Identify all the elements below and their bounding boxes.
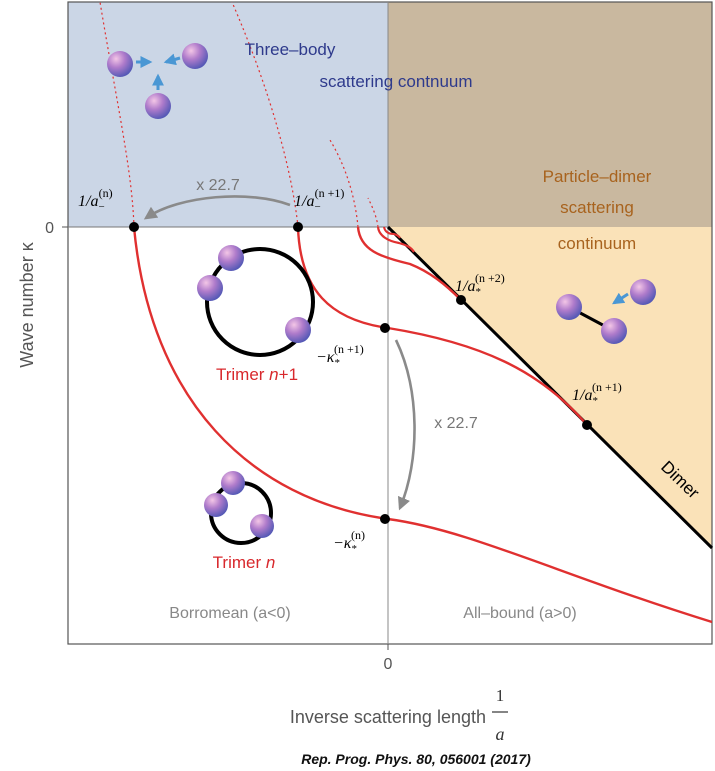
scaling-arrow-top: [143, 195, 291, 220]
unitary-point-kappa-n1: [380, 323, 390, 333]
trimer-n1-label: Trimer n+1: [216, 365, 298, 384]
plot-frame: [67, 1, 713, 645]
a-minus-n1-label: 1/a−(n +1): [294, 186, 344, 213]
trimer-n-label: Trimer n: [213, 553, 276, 572]
a-star-n2-label: 1/a*(n +2): [455, 271, 505, 298]
three-body-title-line2: scattering contnuum: [319, 72, 472, 91]
kappa-n-label: −κ*(n): [333, 528, 365, 555]
trimer-n-icon: [204, 471, 274, 545]
particle-dimer-icon: [556, 279, 656, 344]
x-axis-frac-den: a: [496, 724, 505, 744]
trimer-n3-curve: [376, 226, 415, 253]
dimer-line: [386, 225, 714, 550]
particle-dimer-title-line3: continuum: [558, 234, 636, 253]
threshold-point-a-minus-n: [129, 222, 139, 232]
three-body-region: [68, 2, 388, 227]
y-zero-label: 0: [45, 220, 54, 237]
scaling-arrow-mid: [394, 339, 416, 511]
dimer-point-a-star-n2: [456, 295, 466, 305]
scaling-factor-mid: x 22.7: [434, 415, 478, 432]
three-body-title-line1: Three–body: [245, 40, 336, 59]
a-star-n1-label: 1/a*(n +1): [572, 380, 622, 407]
citation-caption: Rep. Prog. Phys. 80, 056001 (2017): [301, 751, 531, 767]
dimer-point-a-star-n1: [582, 420, 592, 430]
threshold-point-a-minus-n1: [293, 222, 303, 232]
particle-dimer-top-region: [388, 2, 712, 227]
x-axis-label: Inverse scattering length: [290, 707, 486, 727]
all-bound-label: All–bound (a>0): [463, 605, 576, 622]
particle-dimer-title-line1: Particle–dimer: [543, 167, 652, 186]
unitary-point-kappa-n: [380, 514, 390, 524]
virtual-state-curve-n: [99, 2, 135, 228]
trimer-n1-icon: [197, 245, 315, 357]
particle-dimer-title-line2: scattering: [560, 198, 634, 217]
three-body-particles-icon: [107, 43, 208, 119]
trimer-n-curve: [132, 226, 712, 624]
trimer-n2-curve: [356, 226, 462, 301]
x-zero-label: 0: [384, 656, 393, 673]
trimer-n4-curve: [383, 226, 401, 239]
a-minus-n-label: 1/a−(n): [78, 186, 113, 213]
x-axis-frac-num: 1: [496, 686, 505, 705]
scaling-factor-top: x 22.7: [196, 177, 240, 194]
kappa-n1-label: −κ*(n +1): [316, 342, 364, 369]
borromean-label: Borromean (a<0): [169, 605, 290, 622]
y-axis-label: Wave number κ: [17, 241, 37, 367]
